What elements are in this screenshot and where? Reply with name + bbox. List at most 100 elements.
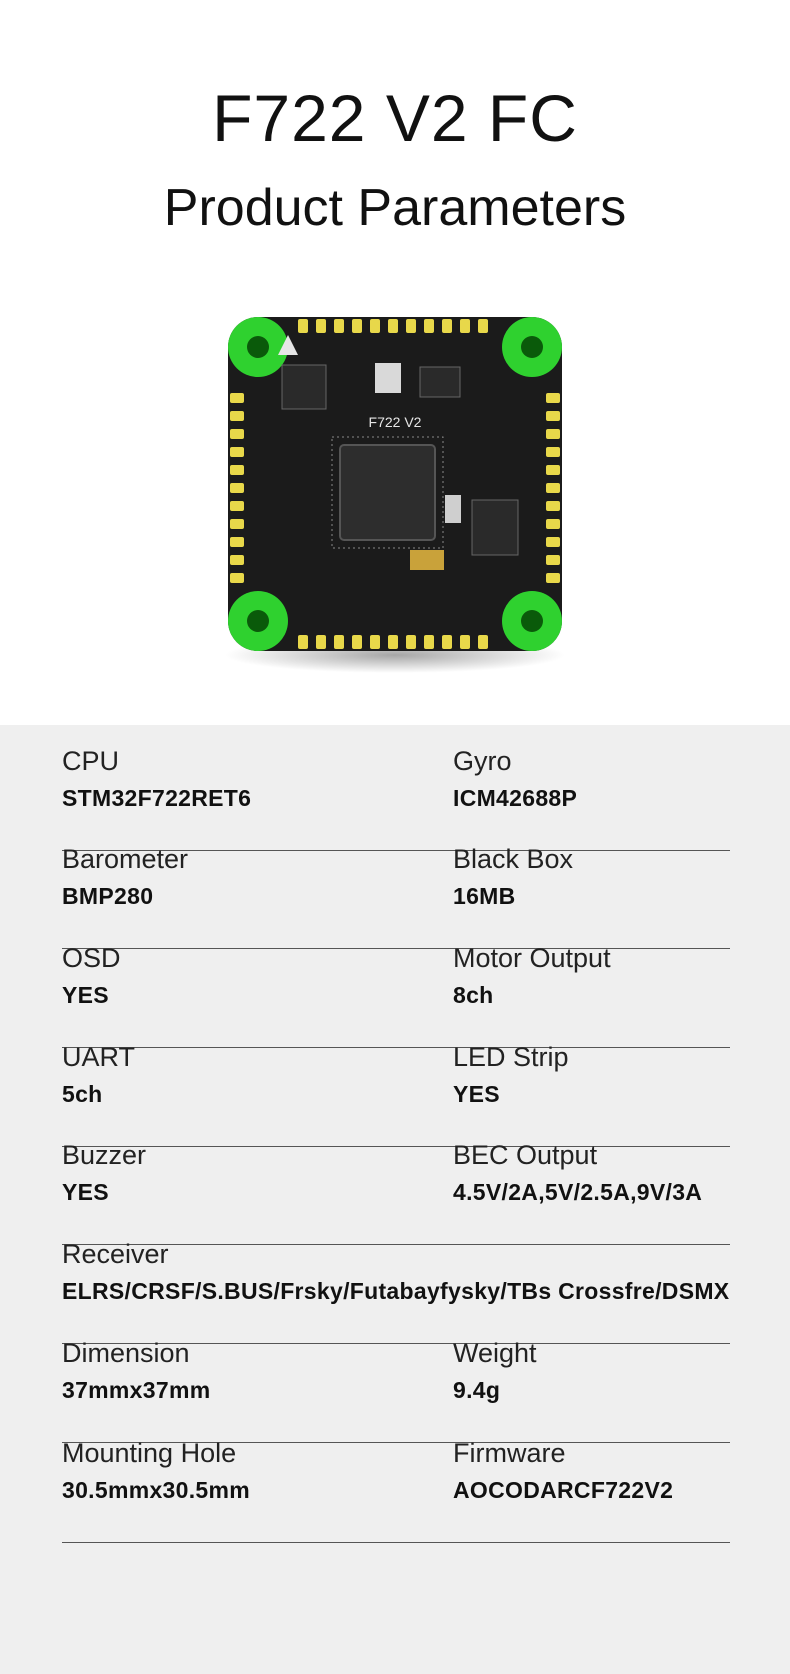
solder-pad [406, 635, 416, 649]
solder-pad [546, 465, 560, 475]
spec-row: OSD YES Motor Output 8ch [62, 942, 730, 1048]
hero-section: F722 V2 FC Product Parameters [0, 0, 790, 725]
spec-cell: UART 5ch [62, 1041, 135, 1109]
spec-cell: Black Box 16MB [453, 843, 573, 911]
solder-pad [370, 635, 380, 649]
solder-pad [230, 447, 244, 457]
spec-value: 8ch [453, 982, 494, 1008]
solder-pad [546, 447, 560, 457]
solder-pad [442, 635, 452, 649]
spec-label: Weight [453, 1338, 537, 1368]
spec-label: Mounting Hole [62, 1438, 237, 1468]
solder-pad [298, 635, 308, 649]
solder-pad [298, 319, 308, 333]
solder-pad [230, 483, 244, 493]
spec-value: 9.4g [453, 1377, 501, 1403]
solder-pad [546, 519, 560, 529]
solder-pad [546, 411, 560, 421]
spec-label: OSD [62, 943, 121, 973]
solder-pad [230, 429, 244, 439]
spec-value: 30.5mmx30.5mm [62, 1477, 251, 1503]
page-subtitle: Product Parameters [163, 179, 627, 237]
spec-value: YES [62, 982, 109, 1008]
solder-pad [316, 635, 326, 649]
solder-pad [478, 635, 488, 649]
spec-value: ICM42688P [453, 785, 578, 811]
solder-pad [546, 555, 560, 565]
spec-label: Buzzer [62, 1140, 147, 1170]
spec-value: AOCODARCF722V2 [453, 1477, 674, 1503]
flight-controller-image: F722 V2 [210, 305, 580, 675]
solder-pad [424, 319, 434, 333]
spec-value: BMP280 [62, 883, 154, 909]
solder-pad [352, 635, 362, 649]
spec-label: BEC Output [453, 1140, 598, 1170]
spec-value: 5ch [62, 1081, 103, 1107]
solder-pad [406, 319, 416, 333]
spec-value: 37mmx37mm [62, 1377, 211, 1403]
logo-icon [278, 335, 298, 355]
spec-value: 4.5V/2A,5V/2.5A,9V/3A [453, 1179, 703, 1205]
spec-label: LED Strip [453, 1042, 569, 1072]
solder-pad [460, 319, 470, 333]
mcu-chip [339, 444, 436, 541]
solder-pad [546, 429, 560, 439]
solder-pad [334, 635, 344, 649]
board-silkscreen-model: F722 V2 [369, 414, 422, 430]
spec-value: YES [453, 1081, 500, 1107]
spec-cell: BEC Output 4.5V/2A,5V/2.5A,9V/3A [453, 1139, 702, 1207]
solder-pad [370, 319, 380, 333]
spec-label: UART [62, 1042, 136, 1072]
solder-pad [442, 319, 452, 333]
solder-pad [230, 555, 244, 565]
solder-pad [460, 635, 470, 649]
flight-controller-board: F722 V2 [225, 317, 565, 673]
solder-pad [316, 319, 326, 333]
solder-pad [230, 519, 244, 529]
spec-cell: Weight 9.4g [453, 1337, 537, 1405]
spec-cell: Dimension 37mmx37mm [62, 1337, 210, 1405]
spec-label: Receiver [62, 1239, 169, 1269]
spec-label: Barometer [62, 844, 189, 874]
spec-value: ELRS/CRSF/S.BUS/Frsky/Futabayfysky/TBs C… [62, 1278, 730, 1304]
solder-pad [546, 537, 560, 547]
solder-pad [230, 465, 244, 475]
spec-value: STM32F722RET6 [62, 785, 252, 811]
solder-pad [230, 411, 244, 421]
spec-cell: Motor Output 8ch [453, 942, 611, 1010]
spec-label: Motor Output [453, 943, 611, 973]
solder-pad [334, 319, 344, 333]
spec-row: Dimension 37mmx37mm Weight 9.4g [62, 1337, 730, 1443]
solder-pad [478, 319, 488, 333]
spec-label: Dimension [62, 1338, 190, 1368]
solder-pad [352, 319, 362, 333]
spec-cell: Mounting Hole 30.5mmx30.5mm [62, 1437, 250, 1505]
mounting-hole-icon [228, 317, 562, 651]
solder-pad [230, 501, 244, 511]
spec-cell: CPU STM32F722RET6 [62, 745, 251, 813]
spec-label: CPU [62, 746, 120, 776]
solder-pad [546, 501, 560, 511]
solder-pad [230, 537, 244, 547]
spec-label: Gyro [453, 746, 512, 776]
spec-value: 16MB [453, 883, 516, 909]
solder-pad [546, 393, 560, 403]
solder-pad [230, 393, 244, 403]
solder-pad [424, 635, 434, 649]
solder-pad [388, 635, 398, 649]
spec-cell: OSD YES [62, 942, 121, 1010]
solder-pad [388, 319, 398, 333]
spec-label: Black Box [453, 844, 574, 874]
